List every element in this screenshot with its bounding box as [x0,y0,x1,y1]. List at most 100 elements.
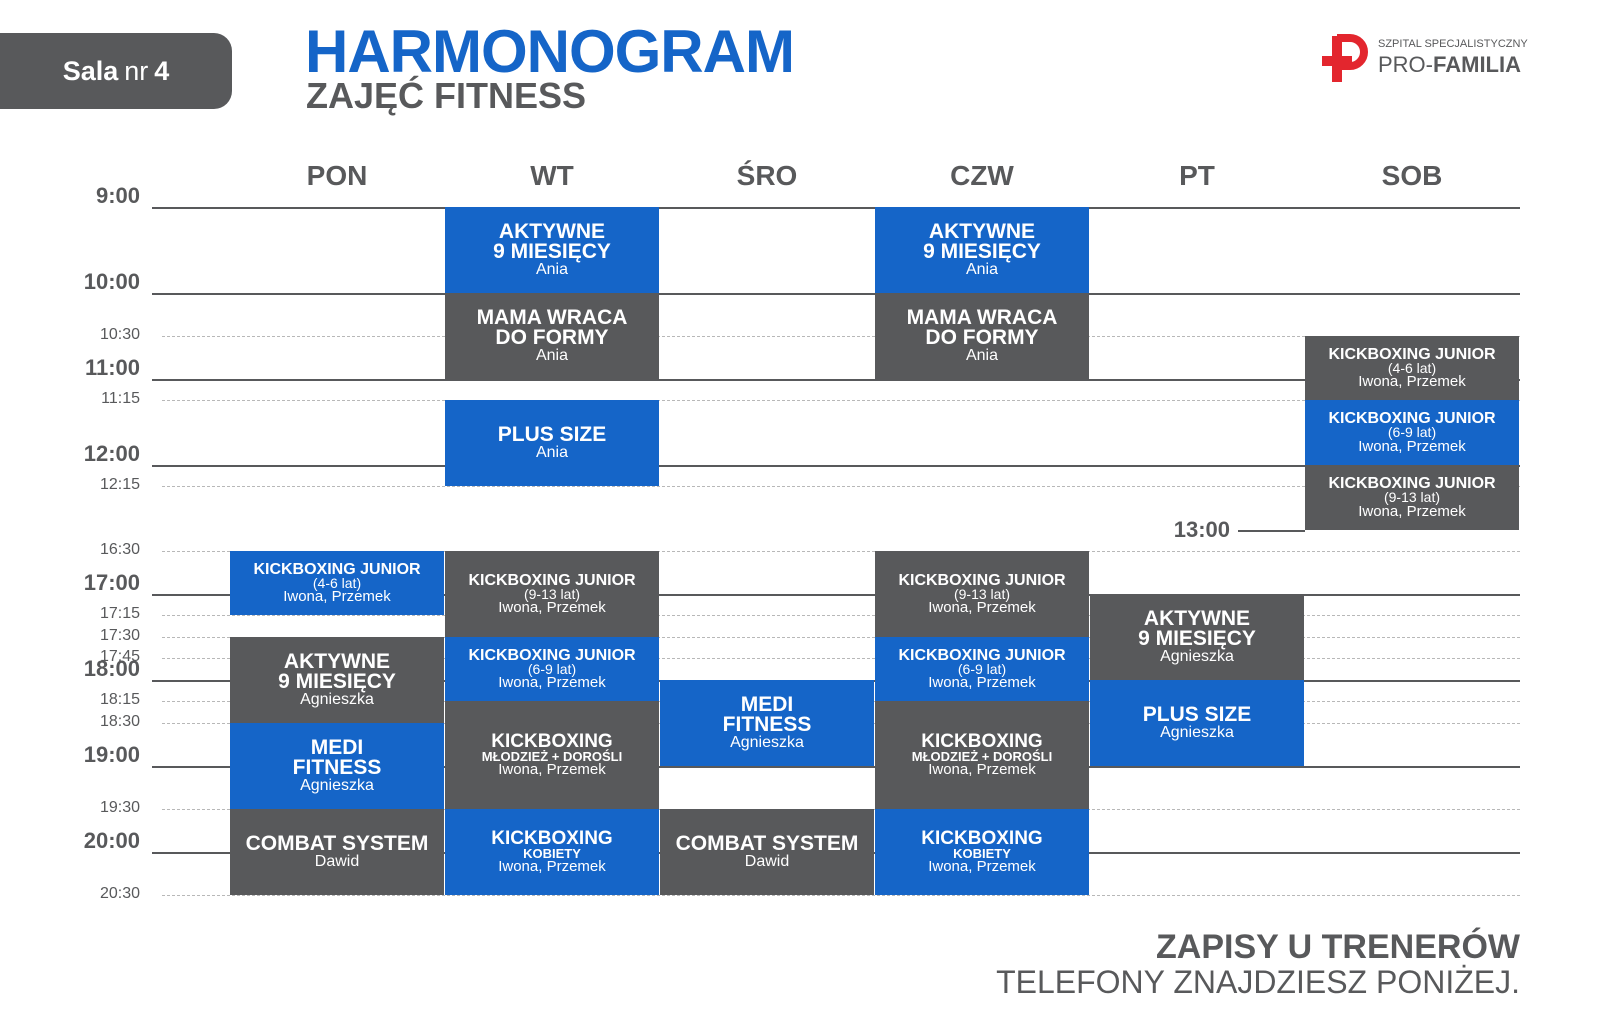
logo-brand-light: PRO- [1378,52,1433,77]
time-label: 17:30 [99,627,140,644]
grid-line [152,594,1520,596]
logo-caption: SZPITAL SPECJALISTYCZNY [1378,38,1528,50]
pro-familia-logo-icon [1322,34,1368,82]
class-title: MEDI FITNESS [722,693,812,737]
class-subtitle: (9-13 lat) [953,585,1011,602]
class-title: MEDI FITNESS [292,736,382,780]
grid-line [152,207,1520,209]
class-trainer: Agnieszka [1160,648,1234,666]
logo-brand: PRO-FAMILIA [1378,52,1521,78]
class-block[interactable]: KICKBOXING JUNIOR(4-6 lat)Iwona, Przemek [1305,336,1519,400]
time-label: 19:30 [99,799,140,816]
class-subtitle: (6-9 lat) [527,660,577,677]
class-title: AKTYWNE 9 MIESIĘCY [493,220,611,264]
class-block[interactable]: KICKBOXING JUNIOR(6-9 lat)Iwona, Przemek [1305,400,1519,465]
class-trainer: Iwona, Przemek [498,761,606,779]
page-subtitle: ZAJĘĆ FITNESS [306,75,587,116]
time-label: 20:30 [99,885,140,902]
day-header-0: PON [306,160,368,191]
phones-note: TELEFONY ZNAJDZIESZ PONIŻEJ. [996,964,1520,1000]
class-block[interactable]: KICKBOXING JUNIOR(9-13 lat)Iwona, Przeme… [1305,465,1519,530]
time-label: 17:15 [99,605,140,622]
room-badge: Sala nr 4 [0,33,232,109]
time-label: 17:00 [83,570,140,595]
class-trainer: Ania [535,261,569,279]
class-trainer: Iwona, Przemek [498,599,606,617]
time-label: 18:15 [99,691,140,708]
class-trainer: Dawid [744,853,790,871]
time-label: 9:00 [95,183,140,208]
grid-line [162,400,1520,401]
class-title: KICKBOXING [921,827,1043,849]
class-title: PLUS SIZE [1142,703,1252,727]
time-label: 17:45 [99,648,140,665]
class-trainer: Agnieszka [730,734,804,752]
time-label: 18:00 [83,656,140,681]
time-label: 10:30 [99,326,140,343]
class-title: KICKBOXING JUNIOR [253,560,421,578]
class-title: KICKBOXING JUNIOR [898,646,1066,664]
class-trainer: Iwona, Przemek [498,674,606,692]
class-title: KICKBOXING JUNIOR [468,646,636,664]
class-block[interactable]: KICKBOXING JUNIOR(9-13 lat)Iwona, Przeme… [445,551,659,637]
class-trainer: Ania [965,347,999,365]
grid-line [162,486,1520,487]
class-title: MAMA WRACA DO FORMY [906,306,1058,350]
class-title: KICKBOXING [491,827,613,849]
grid-line [162,615,1520,616]
class-trainer: Ania [535,347,569,365]
room-number: 4 [154,55,170,86]
time-label: 20:00 [83,828,140,853]
class-block[interactable]: KICKBOXING JUNIOR(4-6 lat)Iwona, Przemek [230,551,444,615]
class-trainer: Iwona, Przemek [928,599,1036,617]
day-header-2: ŚRO [736,160,798,191]
class-subtitle: MŁODZIEŻ + DOROŚLI [911,748,1053,764]
class-title: COMBAT SYSTEM [245,832,429,856]
class-subtitle: (4-6 lat) [1387,359,1437,376]
time-label: 13:00 [1173,517,1230,542]
day-header-3: CZW [950,160,1014,191]
class-title: PLUS SIZE [497,423,607,447]
time-label: 11:15 [101,390,140,407]
class-title: MAMA WRACA DO FORMY [476,306,628,350]
time-label: 11:00 [84,355,140,380]
class-subtitle: (9-13 lat) [1383,489,1441,506]
class-title: AKTYWNE 9 MIESIĘCY [278,650,396,694]
time-label: 16:30 [99,541,140,558]
time-label: 18:30 [99,713,140,730]
day-header-5: SOB [1381,160,1443,191]
class-trainer: Iwona, Przemek [928,761,1036,779]
day-header-1: WT [530,160,574,191]
class-subtitle: (4-6 lat) [312,574,362,591]
class-title: KICKBOXING [921,730,1043,752]
room-nr: nr [124,55,149,86]
class-trainer: Iwona, Przemek [283,588,391,606]
class-title: COMBAT SYSTEM [675,832,859,856]
class-subtitle: (6-9 lat) [1387,424,1437,441]
class-block[interactable]: KICKBOXING JUNIOR(6-9 lat)Iwona, Przemek [445,637,659,701]
signup-note: ZAPISY U TRENERÓW [1156,928,1520,966]
class-block[interactable]: KICKBOXING JUNIOR(6-9 lat)Iwona, Przemek [875,637,1089,701]
class-block[interactable]: KICKBOXING JUNIOR(9-13 lat)Iwona, Przeme… [875,551,1089,637]
grid-line [152,379,1520,381]
class-trainer: Agnieszka [300,777,374,795]
room-word: Sala [62,55,119,86]
grid-line [152,766,1520,768]
grid-line [162,336,1520,337]
